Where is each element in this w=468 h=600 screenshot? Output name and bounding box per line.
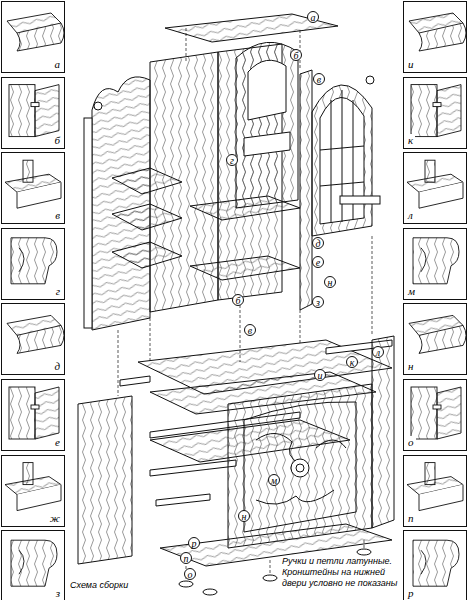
side-panel: [92, 77, 150, 330]
callout-letter: з: [312, 296, 324, 308]
detail-letter: д: [52, 360, 62, 372]
detail-letter: г: [54, 285, 62, 297]
detail-sketch: [407, 160, 463, 208]
detail-sketch: [7, 315, 64, 353]
detail-panel: г: [1, 228, 65, 300]
detail-panel: н: [403, 303, 467, 375]
detail-panel: д: [1, 303, 65, 375]
detail-panel: в: [1, 152, 65, 224]
detail-sketch: [11, 238, 57, 284]
detail-sketch: [407, 463, 463, 511]
detail-sketch: [5, 160, 61, 208]
detail-panel: о: [403, 379, 467, 451]
callout-letter: п: [180, 552, 192, 564]
callout-letter: о: [184, 568, 196, 580]
detail-panel: ж: [1, 455, 65, 527]
detail-panel: р: [403, 530, 467, 600]
callout-letter: р: [188, 537, 200, 549]
callout-letter: и: [314, 369, 326, 381]
note-text: Ручки и петли латунные. Кронштейны на ни…: [282, 556, 400, 589]
callout-letter: д: [312, 237, 324, 249]
detail-panel: м: [403, 228, 467, 300]
callout-letter: л: [372, 346, 384, 358]
detail-panel: з: [1, 530, 65, 600]
callout-letter: б: [232, 294, 244, 306]
detail-panel: е: [1, 379, 65, 451]
detail-sketch: [411, 387, 461, 439]
detail-letter: з: [54, 587, 62, 599]
callout-letter: в: [244, 324, 256, 336]
detail-panel: к: [403, 77, 467, 149]
callout-letter: б: [290, 49, 302, 61]
detail-letter: б: [52, 134, 62, 146]
detail-sketch: [5, 463, 61, 511]
detail-sketch: [7, 13, 64, 51]
callout-letter: м: [268, 474, 280, 486]
detail-sketch: [409, 13, 466, 51]
detail-sketch: [9, 387, 59, 439]
caption-text: Схема сборки: [70, 580, 128, 590]
callout-letter: г: [226, 154, 238, 166]
callout-letter: н: [238, 510, 250, 522]
detail-sketch: [411, 85, 461, 137]
detail-panel: а: [1, 1, 65, 73]
callout-letter: к: [346, 356, 358, 368]
detail-sketch: [413, 540, 459, 586]
callout-letter: н: [324, 276, 336, 288]
detail-letter: о: [406, 436, 416, 448]
detail-panel: л: [403, 152, 467, 224]
detail-letter: а: [53, 58, 63, 70]
detail-letter: и: [406, 58, 416, 70]
detail-letter: п: [406, 512, 416, 524]
callout-letter: в: [313, 73, 325, 85]
detail-sketch: [9, 85, 59, 137]
detail-letter: м: [406, 285, 417, 297]
detail-panel: б: [1, 77, 65, 149]
detail-panel: и: [403, 1, 467, 73]
detail-letter: к: [406, 134, 415, 146]
detail-panel: п: [403, 455, 467, 527]
detail-letter: р: [406, 587, 416, 599]
callout-letter: а: [307, 11, 319, 23]
detail-letter: в: [53, 209, 62, 221]
detail-letter: е: [53, 436, 62, 448]
detail-letter: ж: [48, 512, 62, 524]
detail-letter: л: [406, 209, 415, 221]
detail-letter: н: [406, 360, 415, 372]
callout-letter: е: [312, 256, 324, 268]
detail-sketch: [409, 315, 466, 353]
detail-sketch: [413, 238, 459, 284]
detail-sketch: [11, 540, 57, 586]
